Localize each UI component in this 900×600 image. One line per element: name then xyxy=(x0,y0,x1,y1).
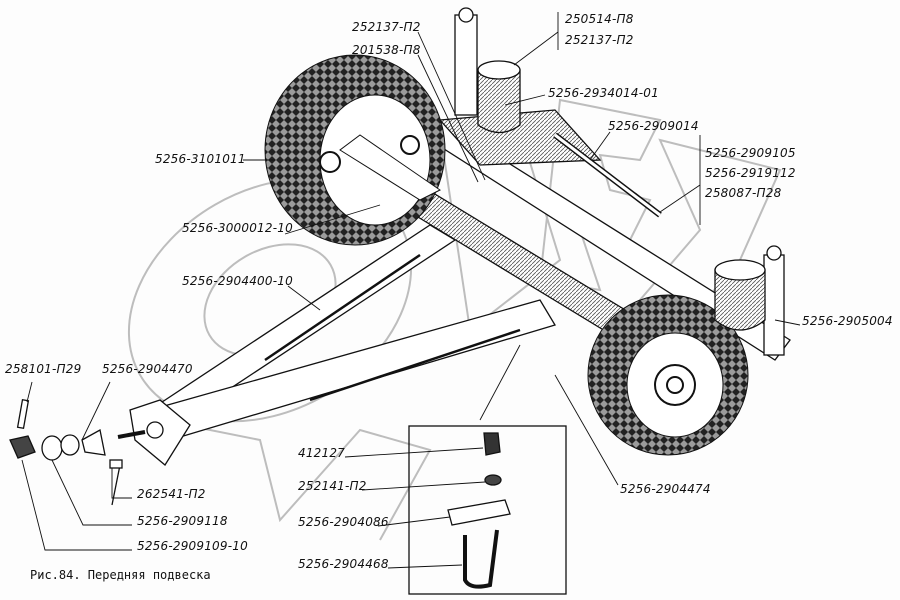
callout-5256-2919112: 5256-2919112 xyxy=(705,166,796,180)
leader-lines xyxy=(21,12,801,569)
callout-252137-p2-top: 252137-П2 xyxy=(352,20,421,34)
callout-5256-3101011: 5256-3101011 xyxy=(155,152,246,166)
callout-258101-p29: 258101-П29 xyxy=(5,362,82,376)
air-springs xyxy=(454,7,785,356)
callout-5256-2934014-01: 5256-2934014-01 xyxy=(548,86,659,100)
figure-caption: Рис.84. Передняя подвеска xyxy=(30,568,211,582)
frame-drawing xyxy=(117,109,791,466)
exploded-parts xyxy=(9,398,123,506)
callout-412127: 412127 xyxy=(298,446,346,460)
callout-5256-2909118: 5256-2909118 xyxy=(137,514,228,528)
inset-box xyxy=(408,425,567,595)
callout-5256-2904086: 5256-2904086 xyxy=(298,515,389,529)
callout-5256-2904468: 5256-2904468 xyxy=(298,557,389,571)
callout-5256-3000012-10: 5256-3000012-10 xyxy=(182,221,293,235)
callout-5256-2909109-10: 5256-2909109-10 xyxy=(137,539,248,553)
callout-252137-p2-right: 252137-П2 xyxy=(565,33,634,47)
callout-5256-2904400-10: 5256-2904400-10 xyxy=(182,274,293,288)
callout-5256-2904474: 5256-2904474 xyxy=(620,482,711,496)
right-wheel xyxy=(587,294,749,456)
callout-250514-p8: 250514-П8 xyxy=(565,12,634,26)
callout-5256-2905004: 5256-2905004 xyxy=(802,314,893,328)
callout-258087-p28: 258087-П28 xyxy=(705,186,782,200)
callout-5256-2904470: 5256-2904470 xyxy=(102,362,193,376)
callout-5256-2909014: 5256-2909014 xyxy=(608,119,699,133)
callout-5256-2909105: 5256-2909105 xyxy=(705,146,796,160)
callout-201538-p8: 201538-П8 xyxy=(352,43,421,57)
callout-252141-p2: 252141-П2 xyxy=(298,479,367,493)
callout-262541-p2: 262541-П2 xyxy=(137,487,206,501)
left-wheel xyxy=(264,54,446,246)
